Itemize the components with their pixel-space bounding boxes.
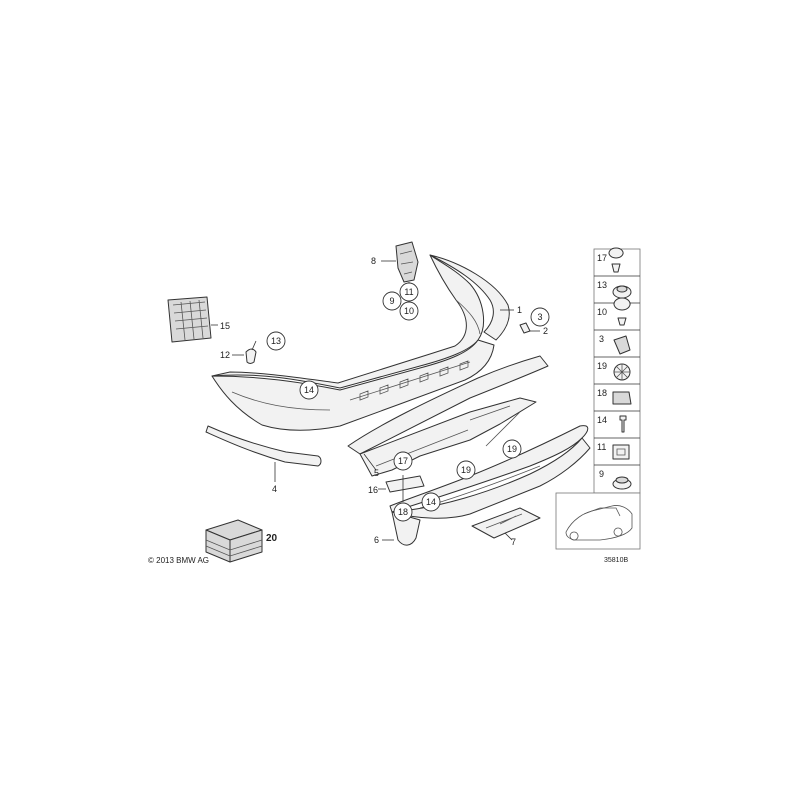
- svg-text:19: 19: [461, 465, 471, 475]
- svg-text:11: 11: [404, 287, 413, 297]
- callout-13[interactable]: 13: [266, 331, 286, 351]
- side-panel-icon-9[interactable]: [612, 476, 632, 490]
- fastener-side-panel: [593, 247, 641, 494]
- svg-text:14: 14: [304, 385, 314, 395]
- label-8[interactable]: 8: [371, 256, 376, 266]
- label-20[interactable]: 20: [266, 533, 278, 544]
- label-1[interactable]: 1: [517, 305, 522, 315]
- side-panel-icon-17[interactable]: [608, 247, 624, 273]
- side-panel-label-17: 17: [597, 253, 607, 263]
- callout-19a[interactable]: 19: [456, 460, 476, 480]
- svg-text:17: 17: [398, 456, 408, 466]
- svg-text:14: 14: [426, 497, 436, 507]
- label-16[interactable]: 16: [368, 485, 378, 495]
- label-2[interactable]: 2: [543, 326, 548, 336]
- svg-text:3: 3: [537, 312, 542, 322]
- callout-10[interactable]: 10: [399, 301, 419, 321]
- side-panel-label-19: 19: [597, 361, 607, 371]
- copyright-text: © 2013 BMW AG: [148, 556, 209, 565]
- label-6[interactable]: 6: [374, 535, 379, 545]
- cover-plate-part-7[interactable]: [471, 507, 541, 541]
- repair-kit-box-part-20[interactable]: [205, 519, 263, 563]
- label-12[interactable]: 12: [220, 350, 230, 360]
- svg-text:9: 9: [389, 296, 394, 306]
- car-thumbnail: [555, 492, 641, 550]
- plate-part-16[interactable]: [378, 475, 425, 493]
- bracket-part-8[interactable]: [381, 241, 419, 283]
- svg-text:19: 19: [507, 444, 517, 454]
- side-panel-label-10: 10: [597, 307, 607, 317]
- callout-18[interactable]: 18: [393, 502, 413, 522]
- lower-trim-strip-part-4[interactable]: [205, 425, 322, 482]
- label-7[interactable]: 7: [511, 537, 516, 547]
- side-panel-label-3: 3: [599, 334, 604, 344]
- label-4[interactable]: 4: [272, 484, 277, 494]
- callout-11[interactable]: 11: [399, 282, 419, 302]
- callout-9[interactable]: 9: [382, 291, 402, 311]
- side-panel-icon-13[interactable]: [612, 285, 632, 299]
- clip-part-12[interactable]: [232, 348, 257, 364]
- callout-17[interactable]: 17: [393, 451, 413, 471]
- label-15[interactable]: 15: [220, 321, 230, 331]
- callout-14a[interactable]: 14: [299, 380, 319, 400]
- svg-text:10: 10: [404, 306, 414, 316]
- side-panel-label-13: 13: [597, 280, 607, 290]
- svg-text:18: 18: [398, 507, 408, 517]
- side-panel-label-9: 9: [599, 469, 604, 479]
- side-panel-icon-14[interactable]: [619, 415, 627, 433]
- side-panel-label-18: 18: [597, 388, 607, 398]
- side-panel-icon-19[interactable]: [613, 363, 631, 381]
- grille-insert-part-15[interactable]: [167, 296, 218, 343]
- diagram-id: 35810B: [604, 557, 628, 564]
- callout-14b[interactable]: 14: [421, 492, 441, 512]
- callout-19b[interactable]: 19: [502, 439, 522, 459]
- side-panel-label-11: 11: [597, 442, 606, 452]
- side-panel-icon-18[interactable]: [612, 391, 632, 405]
- side-panel-icon-3[interactable]: [613, 335, 631, 355]
- side-panel-label-14: 14: [597, 415, 607, 425]
- side-panel-icon-10[interactable]: [613, 297, 631, 326]
- label-5[interactable]: 5: [374, 468, 379, 478]
- side-panel-icon-11[interactable]: [612, 444, 630, 460]
- bumper-panel-part-1[interactable]: [211, 254, 514, 431]
- callout-3[interactable]: 3: [530, 307, 550, 327]
- clip-part-2[interactable]: [519, 322, 540, 334]
- svg-text:13: 13: [271, 336, 281, 346]
